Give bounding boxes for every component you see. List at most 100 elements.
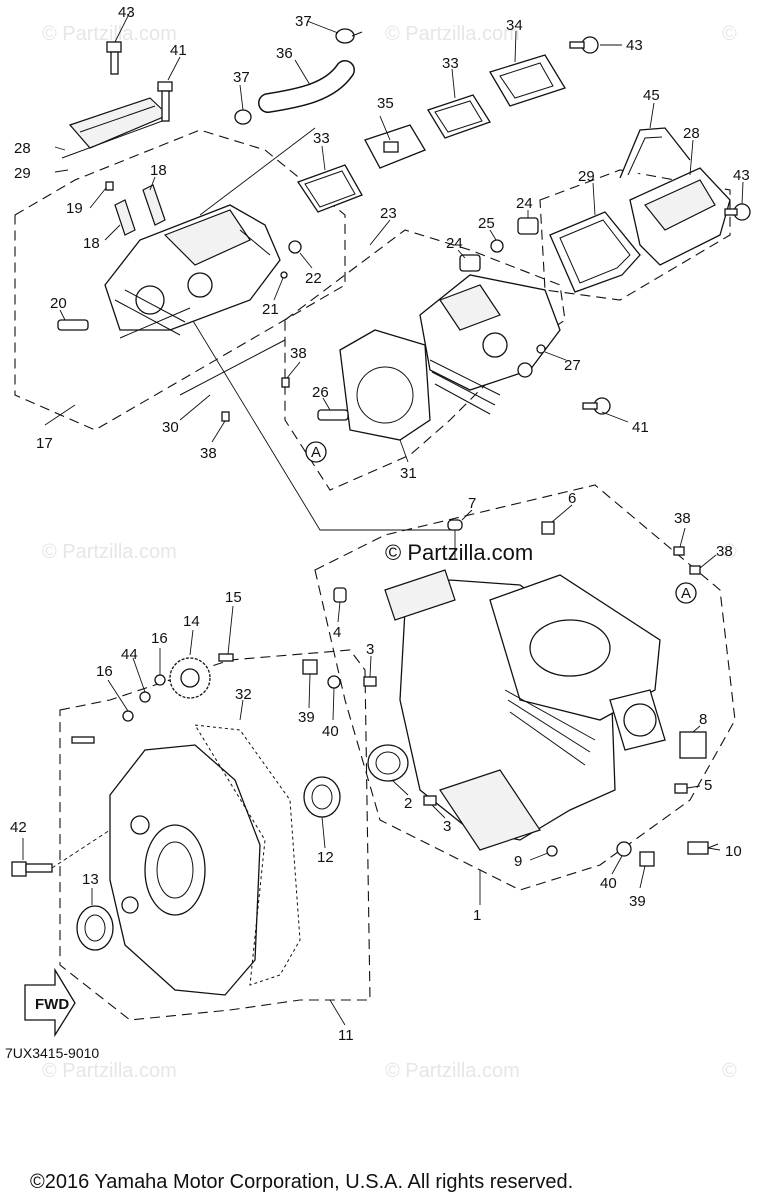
bearing-2 <box>367 744 409 782</box>
oil-seal-12 <box>303 776 341 818</box>
callout-42: 42 <box>10 819 27 836</box>
part-19 <box>105 181 114 191</box>
dowel-38-lower <box>221 411 230 422</box>
bracket-45 <box>619 127 691 179</box>
stud-26 <box>317 409 349 421</box>
callout-22: 22 <box>305 270 322 287</box>
seal-7 <box>447 519 463 531</box>
head-cover-left-shape <box>68 97 170 149</box>
callout-30: 30 <box>162 419 179 436</box>
callout-41: 41 <box>170 42 187 59</box>
diagram-code: 7UX3415-9010 <box>5 1045 99 1061</box>
group-17-outline <box>14 129 346 431</box>
fwd-arrow: FWD <box>24 967 76 1038</box>
callout-39: 39 <box>629 893 646 910</box>
callout-32: 32 <box>235 686 252 703</box>
callout-7: 7 <box>468 495 476 512</box>
callout-38: 38 <box>674 510 691 527</box>
part-4 <box>333 587 347 603</box>
watermark: © <box>722 1060 737 1082</box>
callout-9: 9 <box>514 853 522 870</box>
washer-40-right <box>616 841 632 857</box>
gasket-30 <box>179 339 286 396</box>
callout-19: 19 <box>66 200 83 217</box>
callout-43: 43 <box>118 4 135 21</box>
svg-text:A: A <box>311 444 321 461</box>
watermark: © <box>722 23 737 45</box>
head-cover-28-right <box>629 167 731 266</box>
seal-25 <box>490 239 504 253</box>
leader-head-to-crankcase <box>149 249 456 560</box>
watermark: © Partzilla.com <box>385 1060 520 1082</box>
callout-36: 36 <box>276 45 293 62</box>
cylinder-head-left <box>104 204 302 339</box>
gasket-33-right <box>427 94 491 139</box>
callout-3: 3 <box>366 641 374 658</box>
callout-40: 40 <box>600 875 617 892</box>
callout-1: 1 <box>473 907 481 924</box>
callout-33: 33 <box>313 130 330 147</box>
watermark: © Partzilla.com <box>42 23 177 45</box>
leader-head-to-gasket <box>199 127 316 216</box>
ref-a-left: A <box>305 441 327 463</box>
pin-15 <box>218 653 234 662</box>
callout-8: 8 <box>699 711 707 728</box>
clamp-37-top <box>335 28 363 44</box>
gasket-29-left <box>61 119 166 159</box>
callout-16: 16 <box>151 630 168 647</box>
bolt-43-right-top <box>569 36 599 54</box>
valve-24-right <box>517 217 539 235</box>
watermark: © Partzilla.com <box>385 23 520 45</box>
pin-27 <box>536 344 546 354</box>
callout-29: 29 <box>14 165 31 182</box>
callout-16: 16 <box>96 663 113 680</box>
shaft-pin <box>71 736 95 744</box>
callout-4: 4 <box>333 624 341 641</box>
callout-11: 11 <box>338 1027 354 1044</box>
callout-34: 34 <box>506 17 523 34</box>
callout-10: 10 <box>725 843 742 860</box>
breather-hose-36 <box>258 60 355 113</box>
dowel-38-upper <box>281 377 290 388</box>
callout-43: 43 <box>733 167 750 184</box>
pin-21 <box>280 271 288 279</box>
callout-3: 3 <box>443 818 451 835</box>
callout-25: 25 <box>478 215 495 232</box>
pin-9 <box>546 845 558 857</box>
callout-numbers: 43 41 37 36 37 33 34 43 35 45 33 28 28 2… <box>10 4 750 1044</box>
valve-24-left <box>459 254 481 272</box>
callout-31: 31 <box>400 465 417 482</box>
clamp-37-left <box>234 109 252 125</box>
stud-20 <box>57 319 89 331</box>
callout-24: 24 <box>516 195 533 212</box>
plug-39-right <box>639 851 655 867</box>
callout-40: 40 <box>322 723 339 740</box>
callout-18: 18 <box>83 235 100 252</box>
watermark: © Partzilla.com <box>42 1060 177 1082</box>
plug-39-left <box>302 659 318 675</box>
callout-21: 21 <box>262 301 279 318</box>
callout-17: 17 <box>36 435 53 452</box>
callout-45: 45 <box>643 87 660 104</box>
callout-18: 18 <box>150 162 167 179</box>
gasket-29-right <box>549 211 641 293</box>
dowel-3-upper <box>363 676 377 687</box>
plug-6 <box>541 521 555 535</box>
callout-43: 43 <box>626 37 643 54</box>
valve-guide-parts <box>105 181 166 236</box>
part-8 <box>679 731 707 759</box>
oil-seal-13 <box>76 905 114 951</box>
washer-16-left <box>122 710 134 722</box>
dowel-38-right-b <box>689 565 701 575</box>
callout-23: 23 <box>380 205 397 222</box>
callout-38: 38 <box>716 543 733 560</box>
callout-41: 41 <box>632 419 649 436</box>
callout-14: 14 <box>183 613 200 630</box>
washer-16-right <box>154 674 166 686</box>
callout-20: 20 <box>50 295 67 312</box>
cylinder-gasket-31 <box>339 329 431 441</box>
crankcase <box>384 569 666 851</box>
governor-gear-14 <box>169 657 211 699</box>
callout-2: 2 <box>404 795 412 812</box>
